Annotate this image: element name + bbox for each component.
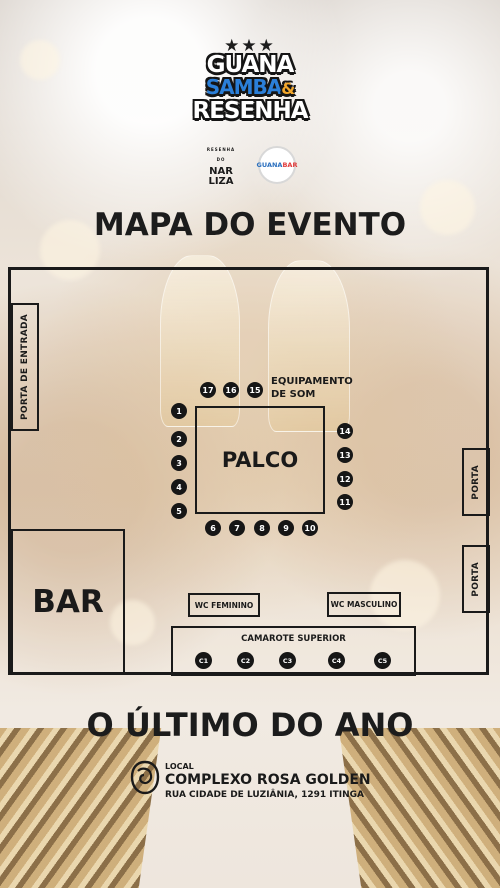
wc-female: WC FEMININO bbox=[188, 593, 260, 617]
camarote-spot: C5 bbox=[374, 652, 391, 669]
wc-male: WC MASCULINO bbox=[327, 592, 401, 617]
tagline: O ÚLTIMO DO ANO bbox=[86, 706, 414, 744]
side-door-top: PORTA bbox=[462, 448, 490, 516]
table-marker: 2 bbox=[171, 431, 187, 447]
right-gold-decoration bbox=[338, 728, 500, 888]
location-block: LOCAL COMPLEXO ROSA GOLDEN RUA CIDADE DE… bbox=[128, 758, 388, 802]
entrance-door: PORTA DE ENTRADA bbox=[11, 303, 39, 431]
sound-equipment-label: EQUIPAMENTO DE SOM bbox=[271, 376, 353, 400]
venue-address: RUA CIDADE DE LUZIÂNIA, 1291 ITINGA bbox=[165, 790, 364, 800]
stage: PALCO bbox=[195, 406, 325, 514]
table-marker: 3 bbox=[171, 455, 187, 471]
table-marker: 10 bbox=[302, 520, 318, 536]
venue-name: COMPLEXO ROSA GOLDEN bbox=[165, 772, 371, 788]
star-icon: ★★★ bbox=[224, 36, 276, 56]
event-logo: ★★★ GUANA SAMBA& RESENHA bbox=[190, 36, 310, 124]
table-marker: 11 bbox=[337, 494, 353, 510]
map-title: MAPA DO EVENTO bbox=[93, 207, 407, 243]
left-gold-decoration bbox=[0, 728, 162, 888]
camarote-spot: C4 bbox=[328, 652, 345, 669]
logo-line-resenha: RESENHA bbox=[192, 98, 309, 124]
camarote-spot: C3 bbox=[279, 652, 296, 669]
camarote-spot: C1 bbox=[195, 652, 212, 669]
logo-line-samba: SAMBA& bbox=[205, 75, 295, 99]
table-marker: 7 bbox=[229, 520, 245, 536]
table-marker: 14 bbox=[337, 423, 353, 439]
rose-icon bbox=[130, 760, 160, 795]
event-map: PORTA DE ENTRADA PALCO EQUIPAMENTO DE SO… bbox=[8, 267, 490, 676]
table-marker: 1 bbox=[171, 403, 187, 419]
table-marker: 4 bbox=[171, 479, 187, 495]
logo-line-guana: GUANA bbox=[206, 52, 295, 78]
table-marker: 6 bbox=[205, 520, 221, 536]
camarote-superior: CAMAROTE SUPERIOR bbox=[171, 626, 416, 676]
table-marker: 9 bbox=[278, 520, 294, 536]
table-marker: 13 bbox=[337, 447, 353, 463]
table-marker: 5 bbox=[171, 503, 187, 519]
side-door-bottom: PORTA bbox=[462, 545, 490, 613]
table-marker: 15 bbox=[247, 382, 263, 398]
camarote-spot: C2 bbox=[237, 652, 254, 669]
table-marker: 17 bbox=[200, 382, 216, 398]
sponsor-logo-narliza: RESENHA DO NAR LIZA bbox=[206, 147, 236, 187]
location-label: LOCAL bbox=[165, 762, 194, 771]
table-marker: 12 bbox=[337, 471, 353, 487]
bar-area: BAR bbox=[11, 529, 125, 675]
table-marker: 16 bbox=[223, 382, 239, 398]
table-marker: 8 bbox=[254, 520, 270, 536]
